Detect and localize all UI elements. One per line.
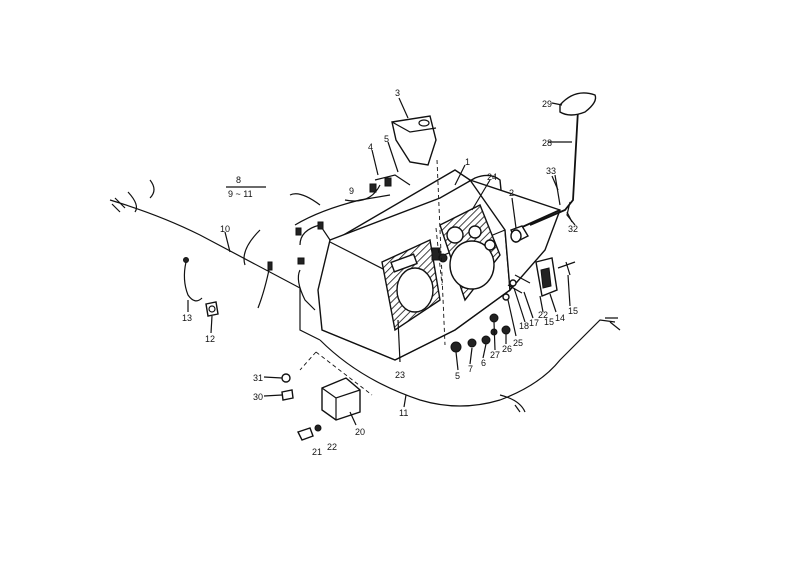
callout-28: 28 bbox=[542, 138, 552, 148]
callout-27: 27 bbox=[490, 350, 500, 360]
callout-2: 2 bbox=[509, 188, 514, 198]
callout-7: 7 bbox=[468, 364, 473, 374]
callout-33: 33 bbox=[546, 166, 556, 176]
wiring-harness bbox=[109, 174, 621, 413]
callout-20: 20 bbox=[355, 427, 365, 437]
callout-15-right: 15 bbox=[568, 306, 578, 316]
callout-26: 26 bbox=[502, 344, 512, 354]
callout-32: 32 bbox=[568, 224, 578, 234]
dashed-leaders bbox=[435, 159, 446, 346]
callout-11: 11 bbox=[399, 408, 408, 418]
callout-18: 18 bbox=[519, 321, 529, 331]
bolt-part-21 bbox=[297, 424, 322, 441]
callout-23: 23 bbox=[395, 370, 405, 380]
callout-numbers: 1 2 3 4 5 5 6 7 9 10 11 12 13 14 15 15 1… bbox=[182, 88, 578, 457]
connector-part-12 bbox=[205, 301, 219, 317]
callout-leaders bbox=[187, 97, 573, 426]
lever-assembly bbox=[519, 92, 597, 229]
relay-box-part-20 bbox=[299, 351, 373, 421]
right-gauge-panel bbox=[438, 204, 501, 302]
left-gauge-panel bbox=[381, 238, 441, 332]
callout-6: 6 bbox=[481, 358, 486, 368]
callout-15-left: 15 bbox=[544, 317, 554, 327]
callout-10: 10 bbox=[220, 224, 230, 234]
callout-5-top: 5 bbox=[384, 134, 389, 144]
harness-connectors bbox=[267, 177, 392, 271]
group-label-bottom: 9 ~ 11 bbox=[228, 189, 253, 199]
callout-5-bottom: 5 bbox=[455, 371, 460, 381]
callout-25: 25 bbox=[513, 338, 523, 348]
bolt-part-30-31 bbox=[281, 373, 294, 401]
lead-part-13 bbox=[183, 257, 203, 302]
callout-12: 12 bbox=[205, 334, 215, 344]
callout-17: 17 bbox=[529, 318, 539, 328]
bracket-part-3 bbox=[391, 115, 437, 166]
grommet-part-2 bbox=[510, 225, 529, 243]
callout-30: 30 bbox=[253, 392, 263, 402]
callout-14: 14 bbox=[555, 313, 565, 323]
group-label-top: 8 bbox=[236, 175, 241, 185]
callout-13: 13 bbox=[182, 313, 192, 323]
fastener-cluster bbox=[450, 313, 511, 353]
callout-9: 9 bbox=[349, 186, 354, 196]
callout-22-lower: 22 bbox=[327, 442, 337, 452]
callout-22-upper: 22 bbox=[538, 310, 548, 320]
callout-24: 24 bbox=[487, 172, 497, 182]
callout-4: 4 bbox=[368, 142, 373, 152]
callout-21: 21 bbox=[312, 447, 322, 457]
callout-29: 29 bbox=[542, 99, 552, 109]
callout-31: 31 bbox=[253, 373, 263, 383]
group-label-8: 8 9 ~ 11 bbox=[226, 175, 266, 199]
callout-3: 3 bbox=[395, 88, 400, 98]
callout-1: 1 bbox=[465, 157, 470, 167]
switch-block bbox=[502, 257, 576, 301]
